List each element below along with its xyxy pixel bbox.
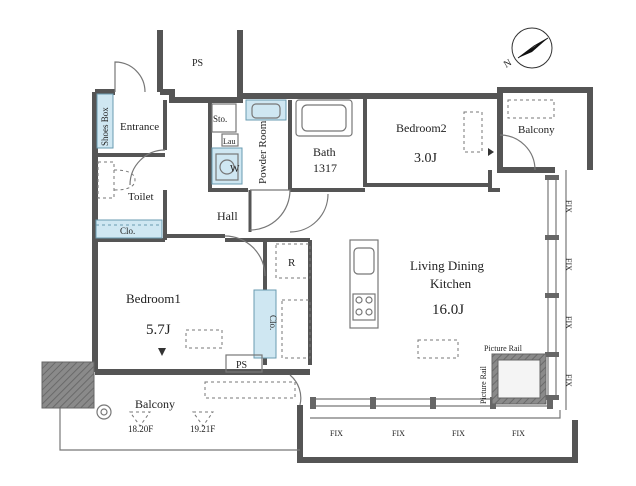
bedroom1-label: Bedroom1 <box>126 291 181 306</box>
shoes-box: Shoes Box <box>96 93 114 149</box>
door-swings <box>114 61 536 406</box>
drain-inner-icon <box>100 408 108 416</box>
drain-icon <box>96 404 112 420</box>
powder-room: Powder Room <box>245 99 287 184</box>
bedroom2-label: Bedroom2 <box>396 121 447 135</box>
north-arrow-icon <box>511 27 553 69</box>
bedroom1-fixture <box>185 329 223 349</box>
shoes-box-label: Shoes Box <box>100 107 110 146</box>
hall-label: Hall <box>217 209 238 223</box>
utility-block: Sto. Lau W <box>211 103 243 185</box>
balcony-bottom-fixture <box>204 381 296 399</box>
bath: Bath 1317 <box>295 99 353 175</box>
balcony-right-label: Balcony <box>518 124 555 136</box>
fix-bottom-2: FIX <box>392 429 405 438</box>
fixture-b-label: 19.21F <box>190 424 215 434</box>
exterior-walls <box>92 30 593 463</box>
window-right <box>545 175 559 400</box>
fix-bottom-4: FIX <box>512 429 525 438</box>
refrigerator-label: R <box>288 257 296 269</box>
fix-right-2: FIX <box>564 258 573 271</box>
picture-rail-top-label: Picture Rail <box>484 344 523 353</box>
washer-label: W <box>230 164 240 175</box>
powder-room-label: Powder Room <box>257 120 269 184</box>
refrigerator <box>275 243 311 279</box>
bath-label: Bath <box>313 145 336 159</box>
north-label: N <box>502 57 514 70</box>
closet-left-label: Clo. <box>120 226 135 236</box>
bedroom2-closet <box>463 111 483 153</box>
balcony-right-fixture <box>507 99 555 119</box>
closet-center: Clo. <box>253 289 311 359</box>
ps-bottom-label: PS <box>236 360 247 371</box>
ldk-label-1: Living Dining <box>410 258 485 273</box>
bedroom1-arrow-icon <box>158 348 166 356</box>
fix-right-4: FIX <box>564 374 573 387</box>
closet-center-label: Clo. <box>268 315 278 330</box>
entrance-label: Entrance <box>120 121 159 133</box>
fix-right-3: FIX <box>564 316 573 329</box>
bath-size-label: 1317 <box>313 161 337 175</box>
fix-right-1: FIX <box>564 200 573 213</box>
storage-label: Sto. <box>213 114 227 124</box>
laundry-label: Lau <box>223 137 235 146</box>
ldk-label-2: Kitchen <box>430 276 472 291</box>
toilet-fixture <box>97 161 136 199</box>
ps-bottom-box <box>225 354 263 373</box>
picture-rail-side-label: Picture Rail <box>479 365 488 404</box>
bedroom1-size-label: 5.7J <box>146 322 171 338</box>
toilet-label: Toilet <box>128 191 154 203</box>
closet-left: Clo. <box>95 219 163 239</box>
fix-bottom-1: FIX <box>330 429 343 438</box>
bedroom2-arrow-icon <box>488 148 494 156</box>
column-inner <box>497 359 541 399</box>
outdoor-unit <box>41 361 95 409</box>
ps-top-label: PS <box>192 58 203 69</box>
balcony-bottom-label: Balcony <box>135 397 175 411</box>
fix-bottom-3: FIX <box>452 429 465 438</box>
kitchen-counter <box>349 239 379 329</box>
bedroom2-size-label: 3.0J <box>414 151 438 166</box>
fixture-a-label: 18.20F <box>128 424 153 434</box>
ldk-size-label: 16.0J <box>432 302 464 318</box>
ldk-fixture <box>417 339 459 359</box>
